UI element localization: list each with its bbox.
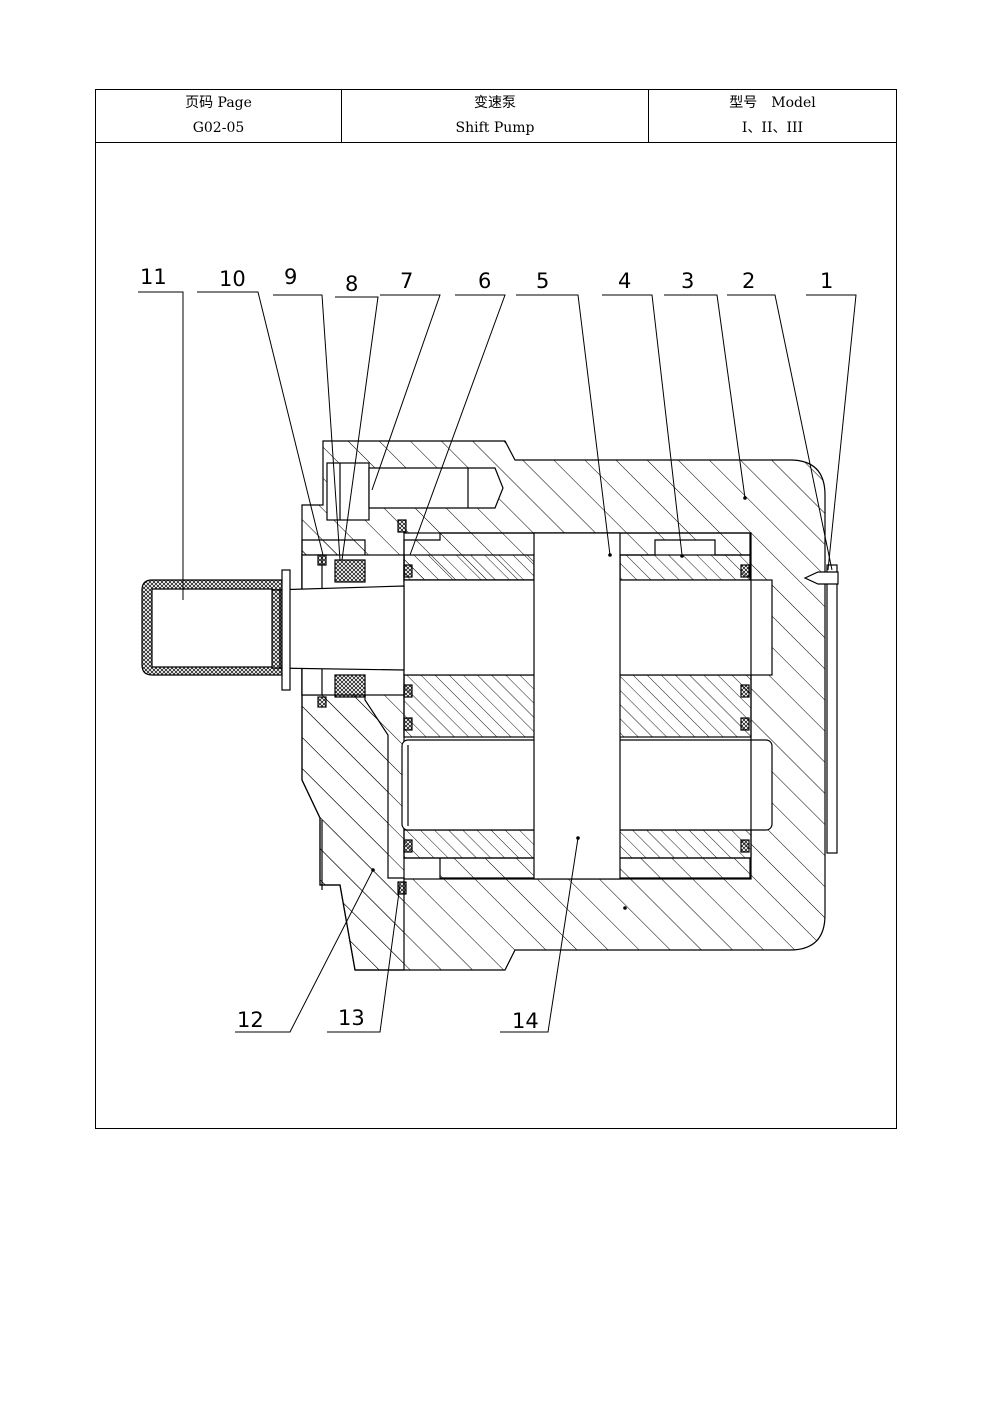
o-ring bbox=[397, 881, 407, 895]
o-ring bbox=[403, 564, 413, 578]
callout-9: 9 bbox=[284, 265, 297, 289]
o-ring bbox=[740, 684, 750, 698]
o-ring bbox=[403, 839, 413, 853]
model-cell: 型号 Model I、II、III bbox=[649, 90, 896, 142]
leader-lines bbox=[138, 291, 857, 1033]
o-ring bbox=[403, 684, 413, 698]
rivet bbox=[803, 571, 839, 585]
page-label: 页码 Page bbox=[185, 95, 252, 111]
model-value: I、II、III bbox=[741, 120, 804, 136]
callout-12: 12 bbox=[237, 1008, 264, 1032]
title-cn: 变速泵 bbox=[474, 95, 516, 111]
callout-5: 5 bbox=[536, 269, 549, 293]
o-ring bbox=[403, 717, 413, 731]
callout-1: 1 bbox=[820, 269, 833, 293]
o-ring bbox=[740, 717, 750, 731]
o-ring bbox=[397, 519, 407, 533]
title-en: Shift Pump bbox=[455, 120, 535, 136]
o-ring bbox=[740, 839, 750, 853]
title-cell: 变速泵 Shift Pump bbox=[342, 90, 649, 142]
retaining-ring-top bbox=[317, 554, 327, 566]
callout-13: 13 bbox=[338, 1006, 365, 1030]
callout-14: 14 bbox=[512, 1009, 539, 1033]
callout-10: 10 bbox=[219, 267, 246, 291]
retaining-ring-bottom bbox=[317, 696, 327, 708]
drive-shaft-extension bbox=[271, 585, 405, 671]
callout-8: 8 bbox=[345, 272, 358, 296]
nameplate bbox=[826, 564, 838, 854]
callout-3: 3 bbox=[681, 269, 694, 293]
callout-7: 7 bbox=[400, 269, 413, 293]
spacer-shaft bbox=[533, 532, 621, 880]
bolt-shank bbox=[368, 467, 504, 509]
oil-seal-top bbox=[334, 559, 366, 583]
drawing-sheet: 页码 Page G02-05 变速泵 Shift Pump 型号 Model I… bbox=[95, 89, 897, 1129]
callout-6: 6 bbox=[478, 269, 491, 293]
bolt-head bbox=[326, 462, 370, 521]
title-block: 页码 Page G02-05 变速泵 Shift Pump 型号 Model I… bbox=[96, 90, 896, 143]
callout-4: 4 bbox=[618, 269, 631, 293]
callout-11: 11 bbox=[140, 265, 167, 289]
callout-2: 2 bbox=[742, 269, 755, 293]
model-label: 型号 Model bbox=[729, 95, 816, 111]
page-number: G02-05 bbox=[192, 120, 245, 136]
callout-labels: 11 10 9 8 7 6 5 4 3 2 1 12 13 14 bbox=[140, 265, 833, 1033]
oil-seal-bottom bbox=[334, 674, 366, 698]
o-ring bbox=[740, 564, 750, 578]
page-cell: 页码 Page G02-05 bbox=[96, 90, 342, 142]
